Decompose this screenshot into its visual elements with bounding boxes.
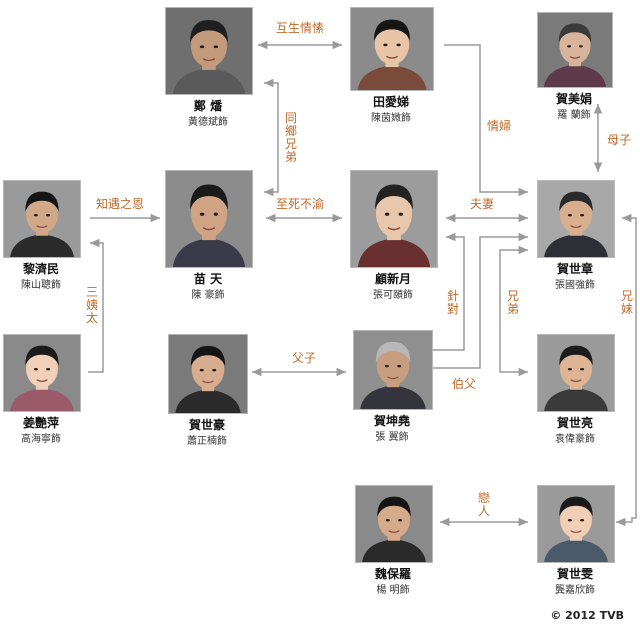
character-name: 鄭 燔 xyxy=(193,99,223,113)
label-romance: 戀人 xyxy=(477,491,490,518)
portrait-photo xyxy=(165,7,253,95)
label-siblings: 兄妹 xyxy=(620,289,633,316)
actor-credit: 張國強飾 xyxy=(555,280,595,291)
actor-credit: 黃德斌飾 xyxy=(188,117,228,128)
character-name: 賀世亮 xyxy=(556,416,593,430)
line-siblings xyxy=(616,213,637,527)
line-uncle xyxy=(410,232,528,369)
portrait-photo xyxy=(355,485,433,563)
person-wei: 魏保羅楊 明飾 xyxy=(333,485,453,596)
label-third-concubine: 三姨太 xyxy=(85,285,98,325)
actor-credit: 楊 明飾 xyxy=(376,585,410,596)
label-aimed-at: 針對 xyxy=(446,289,459,316)
portrait-photo xyxy=(537,485,615,563)
portrait-photo xyxy=(353,330,433,410)
actor-credit: 蕭正楠飾 xyxy=(187,436,227,447)
person-li: 黎濟民陳山聰飾 xyxy=(0,180,101,291)
character-name: 賀世章 xyxy=(556,262,593,276)
actor-credit: 高海寧飾 xyxy=(21,434,61,445)
label-mother-son: 母子 xyxy=(607,133,632,147)
actor-credit: 陳山聰飾 xyxy=(21,280,61,291)
portrait-photo xyxy=(3,334,81,412)
actor-credit: 袁偉豪飾 xyxy=(555,434,595,445)
actor-credit: 陳 豪飾 xyxy=(191,290,225,301)
character-name: 賀世豪 xyxy=(188,418,225,432)
portrait-photo xyxy=(165,170,253,268)
person-he-meijuan: 賀美娟羅 蘭飾 xyxy=(514,12,634,121)
line-aimed-at xyxy=(410,232,465,351)
person-he-shizhang: 賀世章張國強飾 xyxy=(515,180,635,291)
character-name: 魏保羅 xyxy=(374,567,411,581)
label-brothers: 兄弟 xyxy=(506,289,519,316)
label-gratitude: 知遇之恩 xyxy=(96,197,145,211)
person-he-kunyao: 賀坤堯張 翼飾 xyxy=(332,330,452,443)
person-he-shiwen: 賀世雯龔嘉欣飾 xyxy=(515,485,635,596)
person-he-shihao: 賀世豪蕭正楠飾 xyxy=(147,334,267,447)
actor-credit: 張 翼飾 xyxy=(375,432,409,443)
actor-credit: 陳茵媺飾 xyxy=(371,113,411,124)
person-zheng: 鄭 燔黃德斌飾 xyxy=(148,7,268,128)
character-name: 賀坤堯 xyxy=(373,414,410,428)
person-jiang: 姜艷萍高海寧飾 xyxy=(0,334,101,445)
label-mutual-admiration: 互生情愫 xyxy=(276,21,325,35)
portrait-photo xyxy=(350,7,434,91)
portrait-photo xyxy=(537,180,615,258)
label-lovers-affair: 情婦 xyxy=(487,119,512,133)
label-loyal-till-death: 至死不渝 xyxy=(276,197,325,211)
portrait-photo xyxy=(537,334,615,412)
person-gu: 顧新月張可頤飾 xyxy=(333,170,453,301)
person-tian: 田愛娣陳茵媺飾 xyxy=(331,7,451,124)
character-name: 田愛娣 xyxy=(372,95,409,109)
character-name: 姜艷萍 xyxy=(22,416,59,430)
person-miao: 苗 天陳 豪飾 xyxy=(148,170,268,301)
actor-credit: 張可頤飾 xyxy=(373,290,413,301)
line-brothers xyxy=(499,245,528,377)
label-fellow-townsmen: 同鄉兄弟 xyxy=(284,111,297,164)
person-he-shiliang: 賀世亮袁偉豪飾 xyxy=(515,334,635,445)
character-name: 賀世雯 xyxy=(556,567,593,581)
character-name: 苗 天 xyxy=(193,272,223,286)
line-lovers-affair xyxy=(444,44,528,197)
portrait-photo xyxy=(3,180,81,258)
actor-credit: 羅 蘭飾 xyxy=(557,110,591,121)
line-third-concubine xyxy=(88,238,104,373)
character-name: 顧新月 xyxy=(374,272,411,286)
copyright-notice: © 2012 TVB xyxy=(550,609,624,622)
actor-credit: 龔嘉欣飾 xyxy=(555,585,595,596)
character-name: 黎濟民 xyxy=(22,262,59,276)
line-fellow-townsmen xyxy=(264,78,279,197)
portrait-photo xyxy=(350,170,438,268)
character-name: 賀美娟 xyxy=(555,92,592,106)
label-husband-wife: 夫妻 xyxy=(470,197,495,211)
portrait-photo xyxy=(168,334,248,414)
label-father-son: 父子 xyxy=(292,351,317,365)
portrait-photo xyxy=(537,12,613,88)
label-uncle: 伯父 xyxy=(452,377,477,391)
